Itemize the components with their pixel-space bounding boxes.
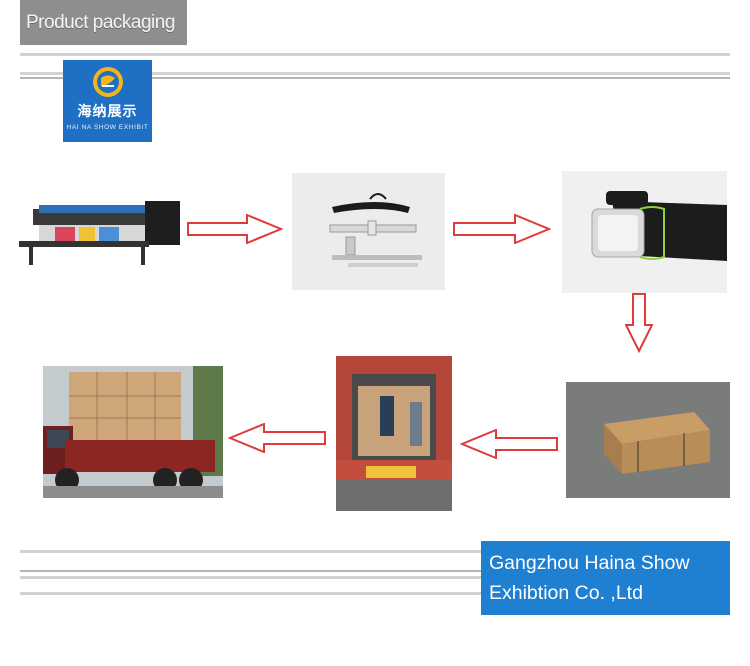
- carton-photo: [566, 382, 730, 498]
- company-name-box: Gangzhou Haina Show Exhibtion Co. ,Ltd: [481, 541, 730, 615]
- truck-photo: [43, 366, 223, 498]
- company-logo: 海纳展示 HAI NA SHOW EXHIBIT: [63, 60, 152, 142]
- logo-english-name: HAI NA SHOW EXHIBIT: [67, 124, 149, 131]
- arrow-left-icon: [228, 423, 326, 453]
- section-title-text: Product packaging: [26, 12, 175, 34]
- bag-photo: [562, 171, 727, 293]
- company-name-line2: Exhibtion Co. ,Ltd: [489, 578, 730, 608]
- logo-chinese-name: 海纳展示: [78, 101, 138, 121]
- arrow-down-icon: [625, 293, 653, 353]
- container-photo: [336, 356, 452, 511]
- printer-photo: [15, 195, 182, 270]
- divider: [20, 53, 730, 56]
- logo-emblem-icon: [92, 66, 124, 98]
- arrow-right-icon: [187, 214, 283, 244]
- company-name-line1: Gangzhou Haina Show: [489, 548, 730, 578]
- arrow-left-icon: [460, 429, 558, 459]
- hardware-photo: [292, 173, 445, 290]
- section-title: Product packaging: [20, 0, 187, 45]
- arrow-right-icon: [453, 214, 551, 244]
